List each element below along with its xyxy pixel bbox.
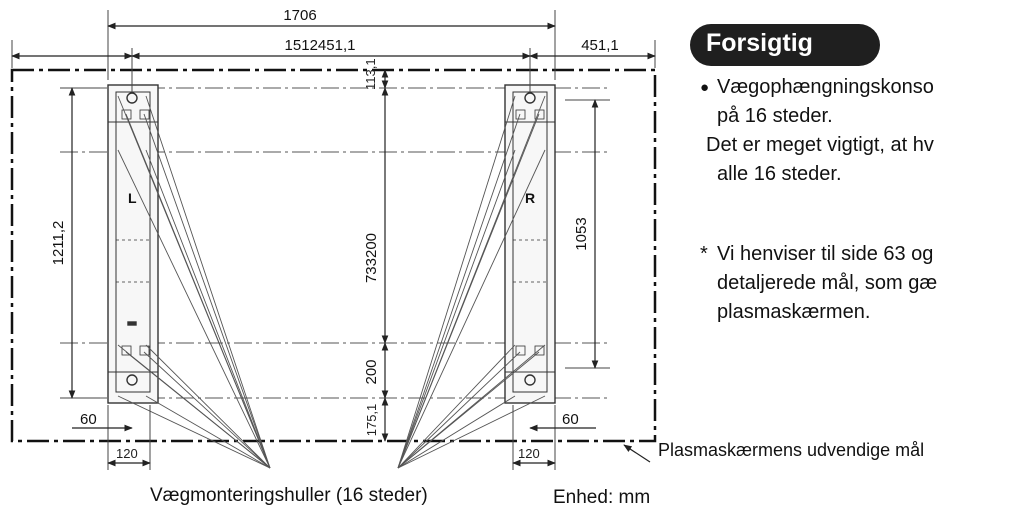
caution-bullet-line-3: Det er meget vigtigt, at hv bbox=[706, 134, 934, 156]
dim-total-width: 1706 bbox=[283, 7, 316, 24]
dim-lower-gap: 200 bbox=[363, 359, 380, 384]
dim-right-offset: 60 bbox=[562, 411, 579, 428]
right-bracket bbox=[504, 84, 556, 404]
extension-lines bbox=[11, 10, 656, 470]
caution-badge bbox=[690, 24, 880, 66]
dim-right-height: 1053 bbox=[573, 217, 590, 250]
dim-left-bracket-width: 120 bbox=[116, 446, 138, 461]
dim-center-height: 733200 bbox=[363, 233, 380, 283]
dim-top-small: 113,1 bbox=[363, 58, 378, 90]
vertical-dimension-lines bbox=[68, 69, 599, 442]
holes-label: Vægmonteringshuller (16 steder) bbox=[150, 485, 428, 506]
dim-right-bracket-width: 120 bbox=[518, 446, 540, 461]
right-bracket-label: R bbox=[525, 190, 535, 206]
bullet-dot-icon: ● bbox=[700, 79, 710, 96]
caution-bullet-line-1: Vægophængningskonso bbox=[717, 76, 934, 98]
outer-dimension-label: Plasmaskærmens udvendige mål bbox=[658, 440, 925, 460]
outer-dimension-arrow bbox=[623, 444, 651, 463]
dim-left-offset: 60 bbox=[80, 411, 97, 428]
caution-bullet-block: ● Vægophængningskonso på 16 steder. Det … bbox=[700, 73, 1018, 189]
caution-heading: Forsigtig bbox=[706, 29, 813, 57]
horizontal-dimension-lines bbox=[11, 22, 656, 467]
caution-bullet-line-2: på 16 steder. bbox=[717, 105, 833, 127]
caution-note-line-1: Vi henviser til side 63 og bbox=[717, 243, 934, 265]
caution-note-line-2: detaljerede mål, som gæ bbox=[717, 272, 938, 294]
screen-outline bbox=[10, 68, 657, 443]
dim-inner-width: 1512451,1 bbox=[285, 37, 356, 54]
caution-note-block: * Vi henviser til side 63 og detaljerede… bbox=[700, 240, 1018, 327]
asterisk-icon: * bbox=[700, 243, 708, 265]
unit-label: Enhed: mm bbox=[553, 487, 651, 508]
caution-bullet-line-4: alle 16 steder. bbox=[717, 163, 842, 185]
dim-bottom-offset: 175,1 bbox=[364, 404, 379, 437]
hole-leader-lines bbox=[117, 95, 546, 469]
left-bracket bbox=[107, 84, 159, 404]
dim-left-height: 1211,2 bbox=[50, 221, 67, 266]
dim-right-width: 451,1 bbox=[581, 37, 619, 54]
left-bracket-label: L bbox=[128, 190, 137, 206]
caution-note-line-3: plasmaskærmen. bbox=[717, 301, 871, 323]
